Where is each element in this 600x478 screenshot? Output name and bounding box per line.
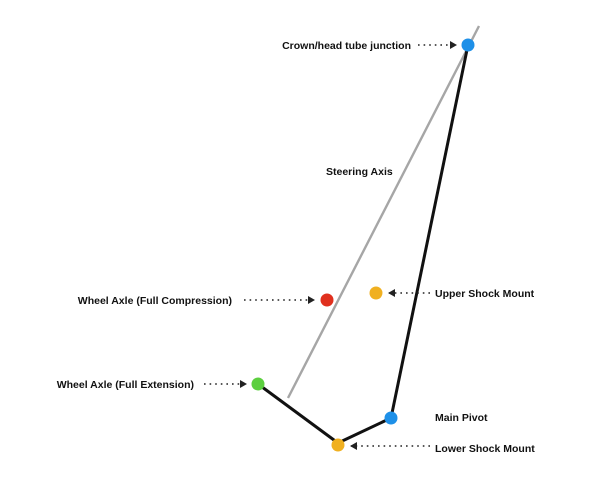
upper-shock-point [369, 286, 383, 300]
steering-axis-label: Steering Axis [326, 166, 393, 178]
lower-shock-to-main-pivot-link [337, 416, 392, 445]
upper-shock-label: Upper Shock Mount [435, 288, 535, 300]
wheel-to-lower-shock-link [257, 382, 339, 445]
lower-shock-label: Lower Shock Mount [435, 443, 535, 455]
crown-label: Crown/head tube junction [282, 40, 411, 52]
main-pivot-point [384, 411, 398, 425]
main-pivot-to-crown-link [389, 44, 470, 419]
wheel-axle-compression-point [320, 293, 334, 307]
main-pivot-label: Main Pivot [435, 412, 488, 424]
steering-axis-line [286, 25, 481, 399]
crown-point [461, 38, 475, 52]
lower-shock-point [331, 438, 345, 452]
wheel-axle-extension-label: Wheel Axle (Full Extension) [57, 379, 194, 391]
wheel-axle-extension-point [251, 377, 265, 391]
wheel-axle-compression-label: Wheel Axle (Full Compression) [78, 295, 232, 307]
